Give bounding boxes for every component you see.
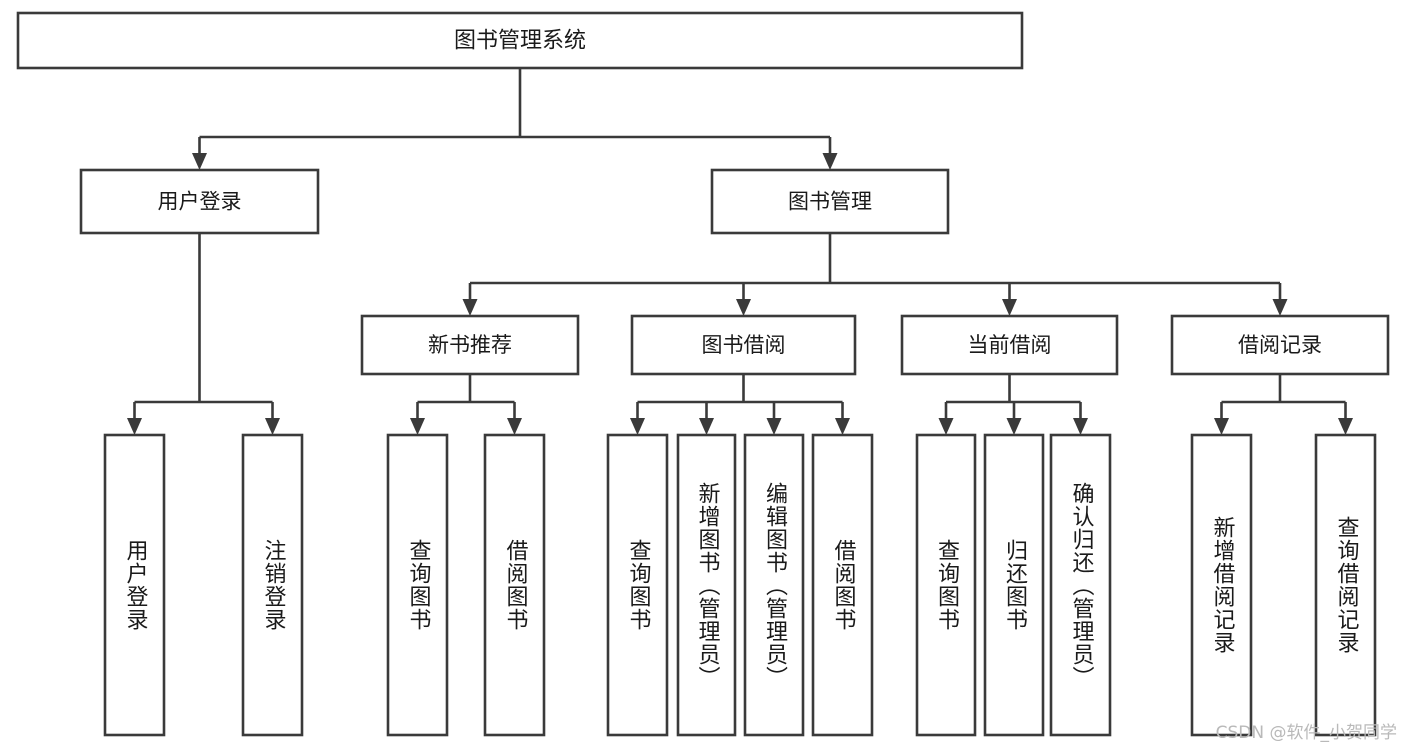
node-leaf-user-logout[interactable] xyxy=(241,433,304,737)
arrow-head-icon xyxy=(1338,418,1353,435)
node-new-book-recommend[interactable]: 新书推荐 xyxy=(360,314,580,376)
arrow-head-icon xyxy=(1272,299,1288,316)
arrow-head-icon xyxy=(1006,418,1022,435)
node-label: 当前借阅 xyxy=(968,333,1052,357)
node-leaf-add-book[interactable] xyxy=(676,433,737,737)
node-box xyxy=(1190,433,1253,737)
arrow-head-icon xyxy=(938,418,954,435)
node-label: 图书管理系统 xyxy=(454,29,586,54)
node-leaf-query-book-1[interactable] xyxy=(386,433,449,737)
node-leaf-query-book-2[interactable] xyxy=(606,433,669,737)
node-box xyxy=(811,433,874,737)
arrow-head-icon xyxy=(192,153,207,170)
node-leaf-query-book-3[interactable] xyxy=(915,433,977,737)
arrow-head-icon xyxy=(736,299,751,316)
arrow-head-icon xyxy=(766,418,782,435)
node-box xyxy=(483,433,546,737)
node-box xyxy=(983,433,1045,737)
node-leaf-add-record[interactable] xyxy=(1190,433,1253,737)
node-leaf-confirm-return[interactable] xyxy=(1049,433,1112,737)
node-box xyxy=(630,314,857,376)
node-book-borrow[interactable]: 图书借阅 xyxy=(630,314,857,376)
arrow-head-icon xyxy=(1073,418,1088,435)
arrow-head-icon xyxy=(410,418,425,435)
node-box xyxy=(710,168,950,235)
arrow-head-icon xyxy=(835,418,850,435)
node-leaf-query-record[interactable] xyxy=(1314,433,1377,737)
node-leaf-return-book[interactable] xyxy=(983,433,1045,737)
node-label: 图书借阅 xyxy=(702,333,786,357)
node-label: 图书管理 xyxy=(788,190,872,214)
node-box xyxy=(360,314,580,376)
node-label: 借阅记录 xyxy=(1238,333,1322,357)
arrow-head-icon xyxy=(1214,418,1229,435)
arrow-head-icon xyxy=(127,418,142,435)
edge-layer xyxy=(127,68,1353,435)
node-book-management[interactable]: 图书管理 xyxy=(710,168,950,235)
node-box xyxy=(915,433,977,737)
node-box xyxy=(103,433,166,737)
node-user-login[interactable]: 用户登录 xyxy=(79,168,320,235)
node-label: 用户登录 xyxy=(158,190,242,214)
arrow-head-icon xyxy=(507,418,522,435)
node-box xyxy=(676,433,737,737)
node-borrow-record[interactable]: 借阅记录 xyxy=(1170,314,1390,376)
arrow-head-icon xyxy=(822,153,838,170)
node-box xyxy=(241,433,304,737)
node-box xyxy=(900,314,1119,376)
node-label: 新书推荐 xyxy=(428,333,512,357)
node-current-borrow[interactable]: 当前借阅 xyxy=(900,314,1119,376)
node-box xyxy=(79,168,320,235)
node-leaf-user-login[interactable] xyxy=(103,433,166,737)
arrow-head-icon xyxy=(630,418,645,435)
node-leaf-borrow-book-1[interactable] xyxy=(483,433,546,737)
node-box xyxy=(386,433,449,737)
arrow-head-icon xyxy=(699,418,714,435)
node-box xyxy=(1314,433,1377,737)
node-box xyxy=(1170,314,1390,376)
node-root[interactable]: 图书管理系统 xyxy=(16,11,1024,70)
node-box xyxy=(606,433,669,737)
arrow-head-icon xyxy=(462,299,478,316)
node-box xyxy=(16,11,1024,70)
node-leaf-edit-book[interactable] xyxy=(743,433,805,737)
node-box xyxy=(743,433,805,737)
arrow-head-icon xyxy=(265,418,280,435)
node-box xyxy=(1049,433,1112,737)
arrow-head-icon xyxy=(1002,299,1017,316)
node-leaf-borrow-book-2[interactable] xyxy=(811,433,874,737)
